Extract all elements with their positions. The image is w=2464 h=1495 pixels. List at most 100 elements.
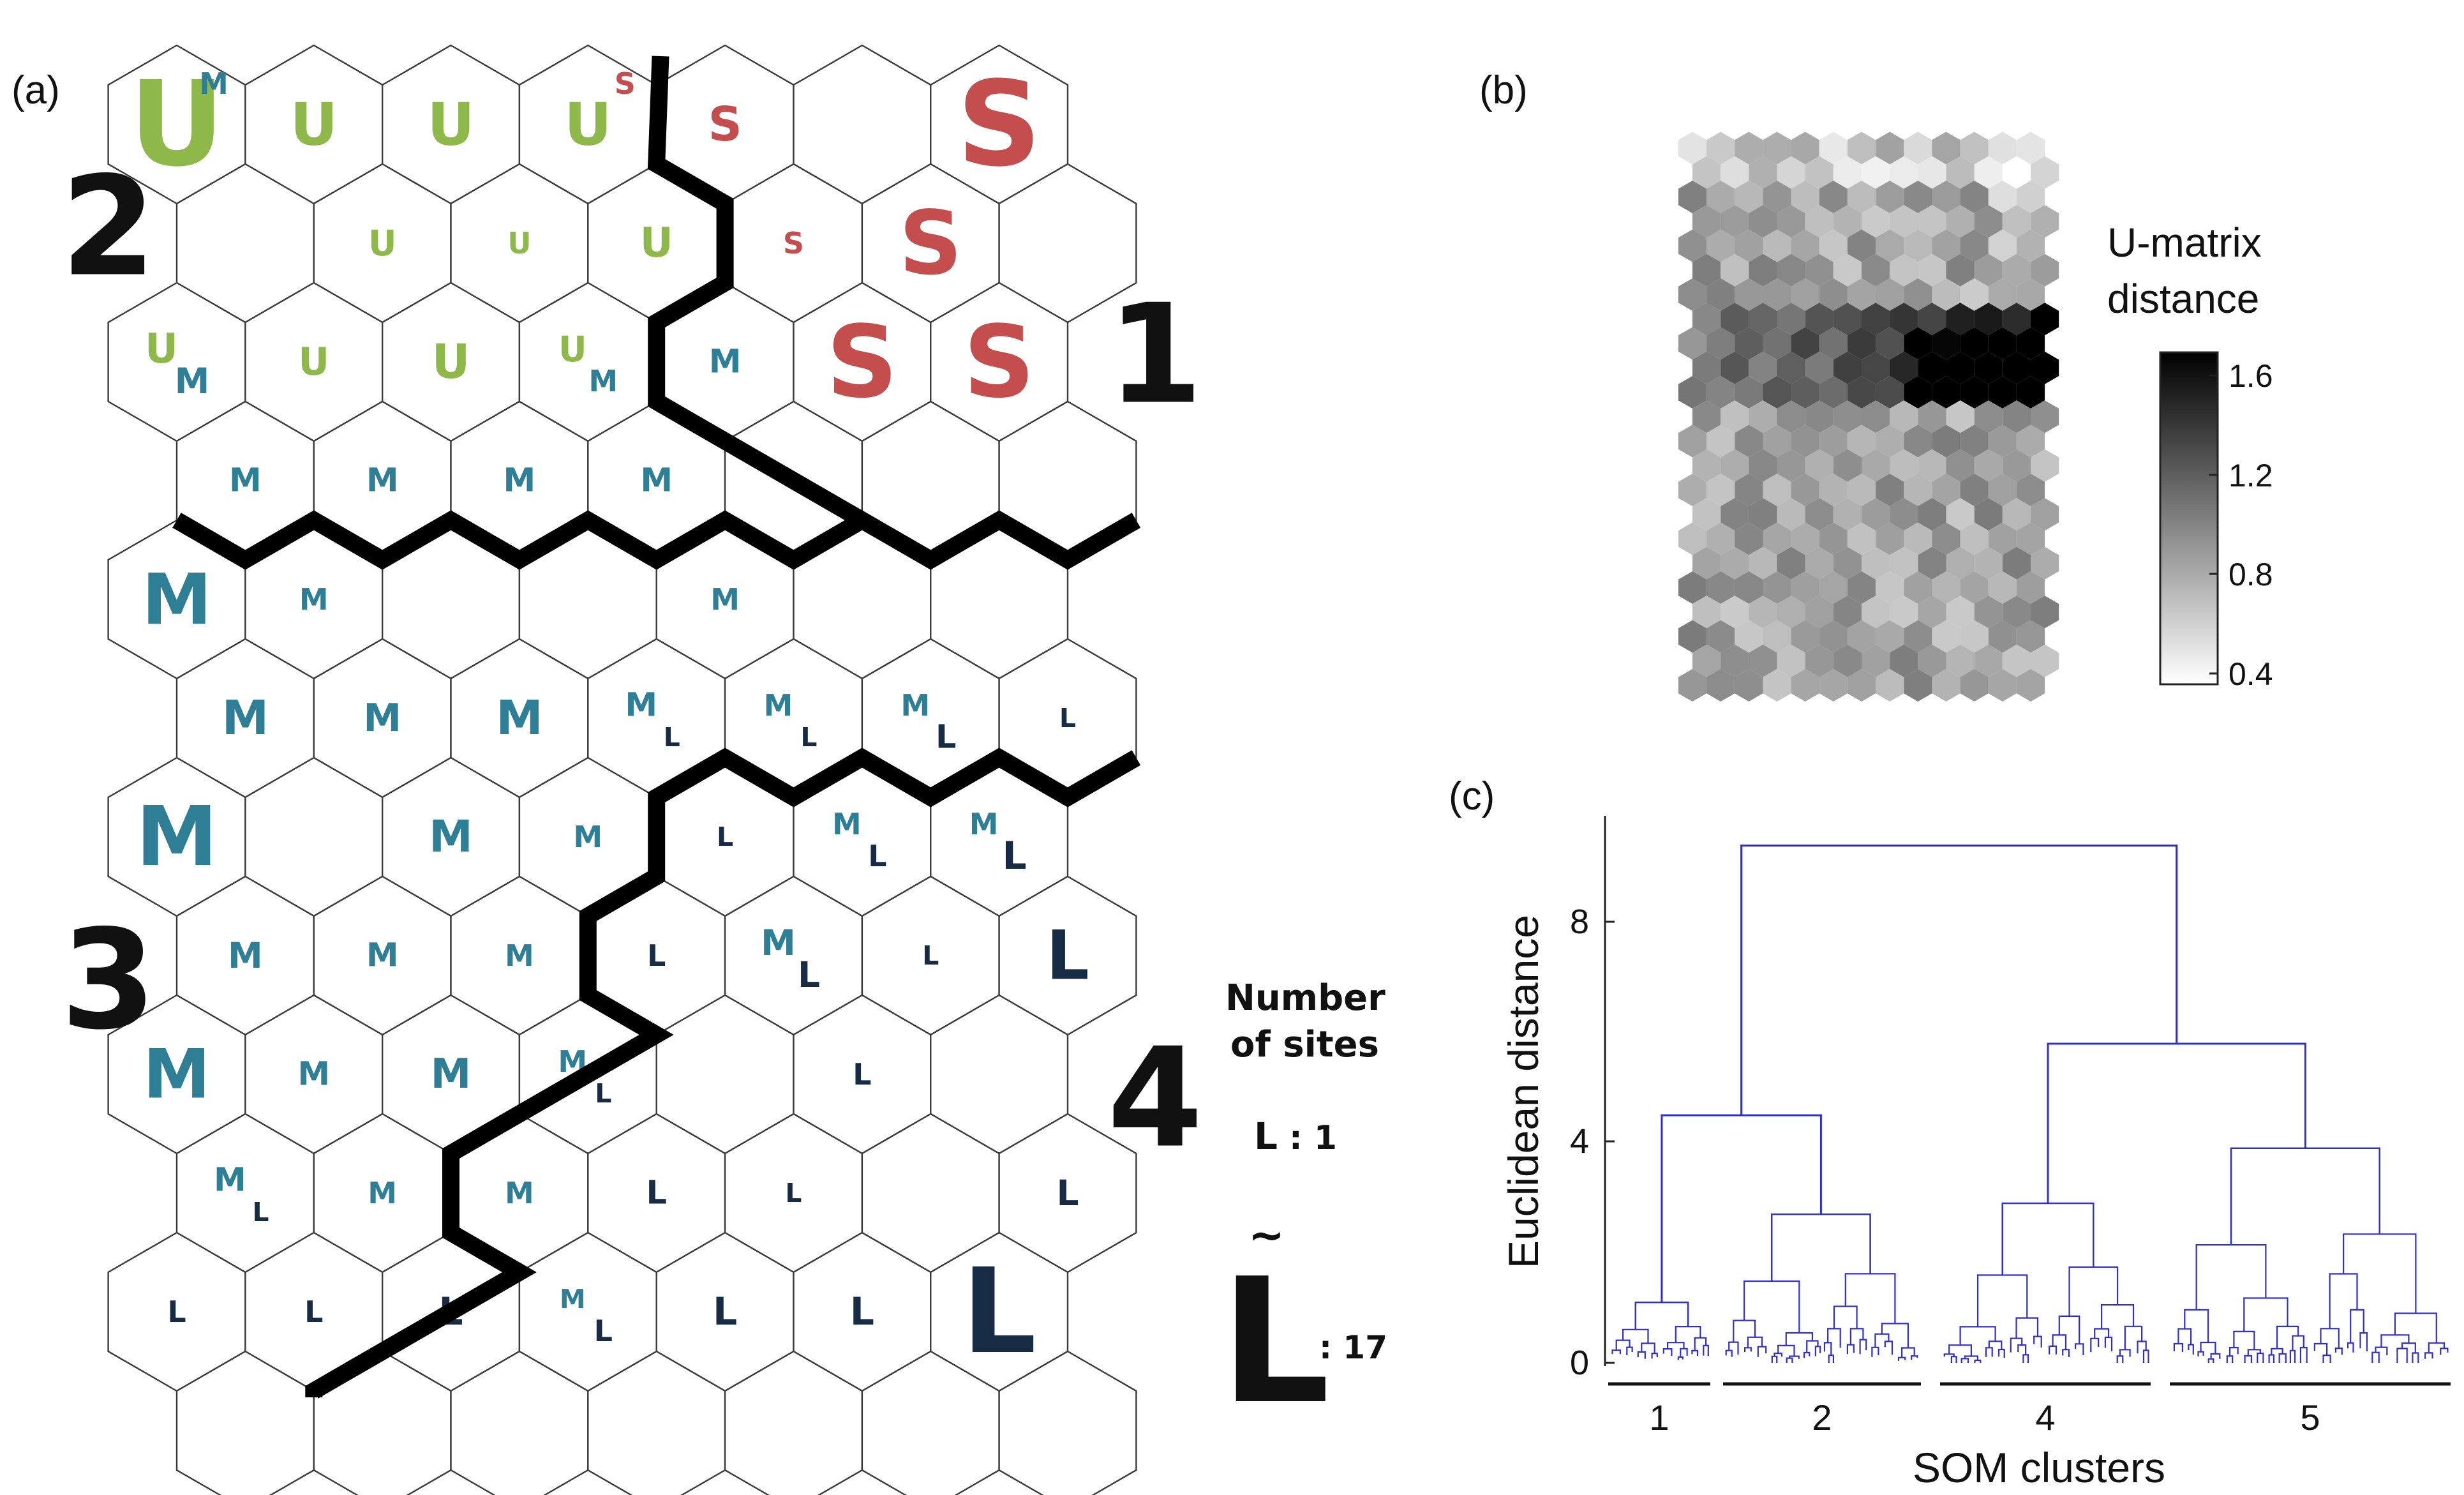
umatrix-node: [1988, 620, 2017, 653]
colorbar-tick-label: 1.6: [2229, 358, 2273, 394]
dendrogram-link: [1733, 1319, 1756, 1342]
dendrogram-link: [1959, 1326, 1996, 1346]
site-mark-S: S: [963, 304, 1034, 420]
umatrix-node: [1777, 303, 1805, 336]
umatrix-node: [1721, 596, 1749, 629]
umatrix-node: [1819, 571, 1848, 604]
site-mark-M: M: [504, 462, 536, 500]
umatrix-node: [1974, 596, 2003, 629]
umatrix-node: [1721, 205, 1749, 238]
dendrogram-link: [2017, 1344, 2027, 1355]
umatrix-node: [1706, 669, 1735, 702]
legend-max-letter: L: [1220, 1241, 1330, 1442]
umatrix-node: [1791, 474, 1819, 506]
umatrix-node: [1876, 278, 1904, 311]
dendrogram-link: [2101, 1304, 2135, 1329]
umatrix-hex-map: [1678, 131, 2059, 702]
umatrix-node: [1960, 181, 1989, 213]
umatrix-node: [1918, 596, 1946, 629]
umatrix-node: [1819, 181, 1848, 213]
umatrix-node: [1946, 253, 1975, 287]
dendrogram-link: [2049, 1345, 2057, 1355]
dendrogram-link: [2075, 1343, 2084, 1355]
umatrix-node: [1805, 400, 1833, 433]
umatrix-node: [1862, 205, 1890, 238]
umatrix-node: [1932, 278, 1960, 311]
site-mark-S: S: [708, 97, 742, 152]
umatrix-node: [1876, 424, 1904, 458]
umatrix-node: [1974, 156, 2003, 189]
legend-tilde: ~: [1248, 1210, 1285, 1261]
dendrogram-link: [1803, 1351, 1811, 1358]
site-mark-L: L: [717, 822, 733, 852]
umatrix-node: [1932, 131, 1960, 165]
umatrix-node: [1805, 644, 1833, 677]
dendrogram-link: [1849, 1328, 1864, 1345]
cluster-label: 4: [2035, 1397, 2055, 1438]
x-axis-label: SOM clusters: [1913, 1444, 2165, 1491]
umatrix-node: [1876, 474, 1904, 506]
umatrix-node: [1763, 131, 1791, 165]
site-mark-U: U: [564, 91, 612, 159]
umatrix-node: [1791, 376, 1819, 409]
site-mark-S: S: [783, 226, 804, 260]
umatrix-node: [1932, 424, 1960, 458]
umatrix-node: [1862, 253, 1890, 287]
umatrix-node: [1706, 131, 1735, 165]
umatrix-node: [1749, 449, 1777, 482]
umatrix-node: [1805, 351, 1833, 384]
site-mark-L: L: [922, 940, 939, 971]
cluster-number-1: 1: [1107, 274, 1203, 435]
umatrix-node: [1819, 474, 1848, 506]
site-mark-U: U: [368, 223, 397, 264]
umatrix-node: [1974, 400, 2003, 433]
umatrix-node: [1876, 620, 1904, 653]
umatrix-node: [1918, 303, 1946, 336]
dendrogram-link: [2424, 1352, 2433, 1359]
panel-a-label: (a): [11, 68, 60, 112]
umatrix-node: [1946, 303, 1975, 336]
umatrix-node: [1749, 498, 1777, 531]
site-mark-L: L: [304, 1295, 323, 1329]
umatrix-node: [1876, 181, 1904, 213]
umatrix-node: [1735, 181, 1763, 213]
umatrix-node: [2002, 449, 2031, 482]
dendrogram-cluster-link: [2001, 1202, 2094, 1275]
umatrix-node: [1988, 229, 2017, 262]
dendrogram-link: [2116, 1355, 2124, 1363]
umatrix-node: [1890, 253, 1918, 287]
umatrix-node: [1706, 474, 1735, 506]
dendrogram-link: [2257, 1352, 2264, 1363]
dendrogram-link: [1897, 1356, 1906, 1361]
umatrix-node: [1763, 522, 1791, 555]
site-mark-L: L: [646, 1175, 667, 1212]
umatrix-node: [2031, 253, 2059, 287]
site-mark-M: M: [496, 691, 543, 746]
dendrogram-link: [2229, 1347, 2239, 1356]
umatrix-node: [1833, 156, 1862, 189]
umatrix-node: [1791, 278, 1819, 311]
umatrix-node: [1706, 278, 1735, 311]
umatrix-node: [1904, 181, 1932, 213]
umatrix-node: [1805, 205, 1833, 238]
cluster-label: 1: [1649, 1397, 1669, 1438]
umatrix-node: [1862, 596, 1890, 629]
umatrix-node: [1749, 253, 1777, 287]
umatrix-node: [1692, 546, 1721, 580]
dendrogram-link: [1694, 1337, 1707, 1351]
colorbar-title-line1: U-matrix: [2107, 220, 2262, 266]
dendrogram-link: [2322, 1355, 2331, 1363]
dendrogram-link: [2195, 1244, 2267, 1310]
umatrix-node: [2031, 400, 2059, 433]
umatrix-node: [1960, 571, 1989, 604]
umatrix-node: [1862, 546, 1890, 580]
umatrix-node: [1960, 376, 1989, 409]
site-mark-M: M: [505, 1176, 534, 1210]
site-mark-L: L: [800, 722, 817, 753]
umatrix-node: [1721, 253, 1749, 287]
umatrix-node: [1974, 253, 2003, 287]
site-mark-L: L: [785, 1178, 802, 1208]
dendrogram-link: [2440, 1348, 2449, 1355]
umatrix-node: [1932, 620, 1960, 653]
umatrix-node: [1847, 327, 1876, 360]
